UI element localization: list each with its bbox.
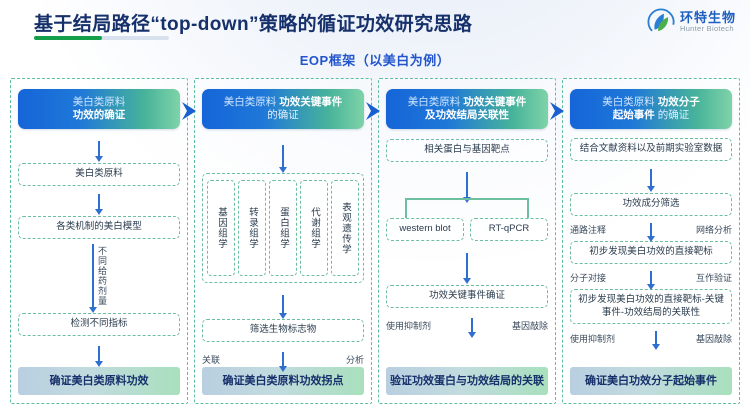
omics-label: 蛋白组学 xyxy=(277,206,289,249)
stage-4-result: 确证美白功效分子起始事件 xyxy=(570,366,732,395)
brand-logo-text: 环特生物 Hunter Biotech xyxy=(680,11,736,33)
stage-3-branch-node-rt-qpcr: RT-qPCR xyxy=(470,218,548,241)
stage-3-branch-connector xyxy=(386,198,548,219)
stage-3-node-1: 相关蛋白与基因靶点 xyxy=(386,139,548,163)
stage-4-arrow2-label-right: 互作验证 xyxy=(695,273,732,284)
stage-3-branch-nodes: western blot RT-qPCR xyxy=(386,218,548,241)
stage-column-1: 美白类原料 功效的确证 美白类原料 各类机制的美白模型 不同给药剂量 检测不同指… xyxy=(10,78,196,404)
leaf-circle-icon xyxy=(647,8,675,36)
stage-3-head-line1-bold: 功效关键事件 xyxy=(463,96,527,108)
stage-4-node-2: 功效成分筛选 xyxy=(570,193,732,216)
stage-4-head-line1-bold: 功效分子 xyxy=(657,96,700,108)
flow-arrow xyxy=(279,351,287,372)
stage-4-head-line2-plain: 的确证 xyxy=(654,109,690,122)
omics-label: 代谢组学 xyxy=(308,206,320,249)
stage-3-head-line1-plain: 美白类原料 xyxy=(407,96,464,108)
flow-arrow xyxy=(647,222,655,242)
stage-1-result: 确证美白类原料功效 xyxy=(18,366,180,395)
flow-arrow xyxy=(647,270,655,290)
stage-3-branch-node-western-blot: western blot xyxy=(386,218,464,241)
stage-2-arrow-label-left: 关联 xyxy=(202,354,221,365)
stage-3-result: 验证功效蛋白与功效结局的关联 xyxy=(386,366,548,395)
stage-column-4: 美白类原料 功效分子 起始事件 的确证 结合文献资料以及前期实验室数据 功效成分… xyxy=(562,78,740,404)
stage-3-arrow-label-right: 基因敲除 xyxy=(511,320,548,331)
stage-4-arrow1-label-left: 通路注释 xyxy=(570,225,607,236)
stage-1-dose-arrow-row: 不同给药剂量 xyxy=(89,239,107,313)
stage-4-arrow3-label-left: 使用抑制剂 xyxy=(570,333,616,344)
stage-3-labeled-arrow: 使用抑制剂 基因敲除 xyxy=(386,317,548,338)
flow-arrow xyxy=(279,145,287,174)
stage-2-head-line2: 的确证 xyxy=(267,109,299,122)
omics-group: 基因组学 转录组学 蛋白组学 代谢组学 表观遗传学 xyxy=(202,172,364,283)
stage-2-head-line1-bold: 功效关键事件 xyxy=(279,96,343,108)
stage-4-arrow2-label-left: 分子对接 xyxy=(570,273,607,284)
stage-2-node-1: 筛选生物标志物 xyxy=(202,318,364,342)
omics-item: 蛋白组学 xyxy=(269,179,297,276)
flow-arrow xyxy=(95,194,103,216)
omics-item: 代谢组学 xyxy=(300,179,328,276)
omics-label: 表观遗传学 xyxy=(339,201,351,255)
stage-4-labeled-arrow-1: 通路注释 网络分析 xyxy=(570,222,732,242)
stage-4-node-4: 初步发现美白功效的直接靶标-关键事件-功效结局的关联性 xyxy=(570,288,732,325)
flow-arrow xyxy=(467,317,476,338)
stage-3-head-line2: 及功效结局关联性 xyxy=(425,109,509,122)
stage-3-arrow-label-left: 使用抑制剂 xyxy=(386,320,432,331)
stage-column-2: 美白类原料 功效关键事件 的确证 基因组学 转录组学 蛋白组学 代谢组学 表观遗… xyxy=(194,78,380,404)
stage-4-node-1: 结合文献资料以及前期实验室数据 xyxy=(570,138,732,162)
page-title: 基于结局路径“top-down”策略的循证功效研究思路 xyxy=(34,14,473,35)
omics-item: 表观遗传学 xyxy=(331,179,359,276)
title-rule-accent xyxy=(34,36,102,40)
flow-arrow xyxy=(463,172,471,204)
stage-2-header: 美白类原料 功效关键事件 的确证 xyxy=(202,89,364,130)
stage-4-head-line2-bold: 起始事件 xyxy=(612,109,655,122)
stage-3-node-2: 功效关键事件确证 xyxy=(386,284,548,308)
omics-label: 基因组学 xyxy=(215,206,227,249)
stage-2-labeled-arrow: 关联 分析 xyxy=(202,351,364,372)
brand-name-en: Hunter Biotech xyxy=(679,23,734,33)
slide-header: 基于结局路径“top-down”策略的循证功效研究思路 环特生物 Hunter … xyxy=(0,0,750,46)
flow-arrow xyxy=(95,345,103,367)
flow-arrow xyxy=(279,294,287,319)
brand-name-cn: 环特生物 xyxy=(679,10,736,26)
stage-2-head-line1-plain: 美白类原料 xyxy=(223,96,280,108)
framework-board: 美白类原料 功效的确证 美白类原料 各类机制的美白模型 不同给药剂量 检测不同指… xyxy=(10,78,740,404)
stage-1-node-3: 检测不同指标 xyxy=(18,312,180,336)
branch-right-leg xyxy=(526,198,529,219)
stage-1-header: 美白类原料 功效的确证 xyxy=(18,89,180,130)
stage-4-head-line1-plain: 美白类原料 xyxy=(602,96,658,108)
stage-4-node-3: 初步发现美白功效的直接靶标 xyxy=(570,240,732,264)
flow-arrow xyxy=(95,141,103,163)
stage-1-arrow-label: 不同给药剂量 xyxy=(97,245,107,306)
stage-column-3: 美白类原料 功效关键事件 及功效结局关联性 相关蛋白与基因靶点 western … xyxy=(378,78,564,404)
omics-item: 转录组学 xyxy=(238,179,266,276)
stage-connector-arrow-icon xyxy=(550,102,564,120)
stage-4-labeled-arrow-2: 分子对接 互作验证 xyxy=(570,270,732,290)
branch-left-leg xyxy=(405,198,408,219)
stage-4-header: 美白类原料 功效分子 起始事件 的确证 xyxy=(570,89,732,130)
stage-3-header: 美白类原料 功效关键事件 及功效结局关联性 xyxy=(386,89,548,130)
brand-logo: 环特生物 Hunter Biotech xyxy=(647,8,736,36)
omics-label: 转录组学 xyxy=(246,206,258,249)
stage-4-labeled-arrow-3: 使用抑制剂 基因敲除 xyxy=(570,331,732,351)
stage-connector-arrow-icon xyxy=(182,102,196,120)
branch-horizontal-bar xyxy=(405,198,529,201)
stage-1-head-line1: 美白类原料 xyxy=(72,96,126,108)
flow-arrow xyxy=(647,169,655,193)
stage-1-node-2: 各类机制的美白模型 xyxy=(18,216,180,239)
stage-1-node-1: 美白类原料 xyxy=(18,163,180,187)
flow-arrow-long xyxy=(89,243,97,313)
stage-4-arrow3-label-right: 基因敲除 xyxy=(695,333,732,344)
subtitle: EOP框架（以美白为例） xyxy=(299,53,451,68)
omics-item: 基因组学 xyxy=(207,179,235,276)
stage-1-head-line2: 功效的确证 xyxy=(72,109,126,122)
stage-connector-arrow-icon xyxy=(366,102,380,120)
flow-arrow xyxy=(651,331,660,351)
stage-4-arrow1-label-right: 网络分析 xyxy=(695,225,732,236)
stage-2-arrow-label-right: 分析 xyxy=(345,354,364,365)
flow-arrow xyxy=(463,252,471,284)
